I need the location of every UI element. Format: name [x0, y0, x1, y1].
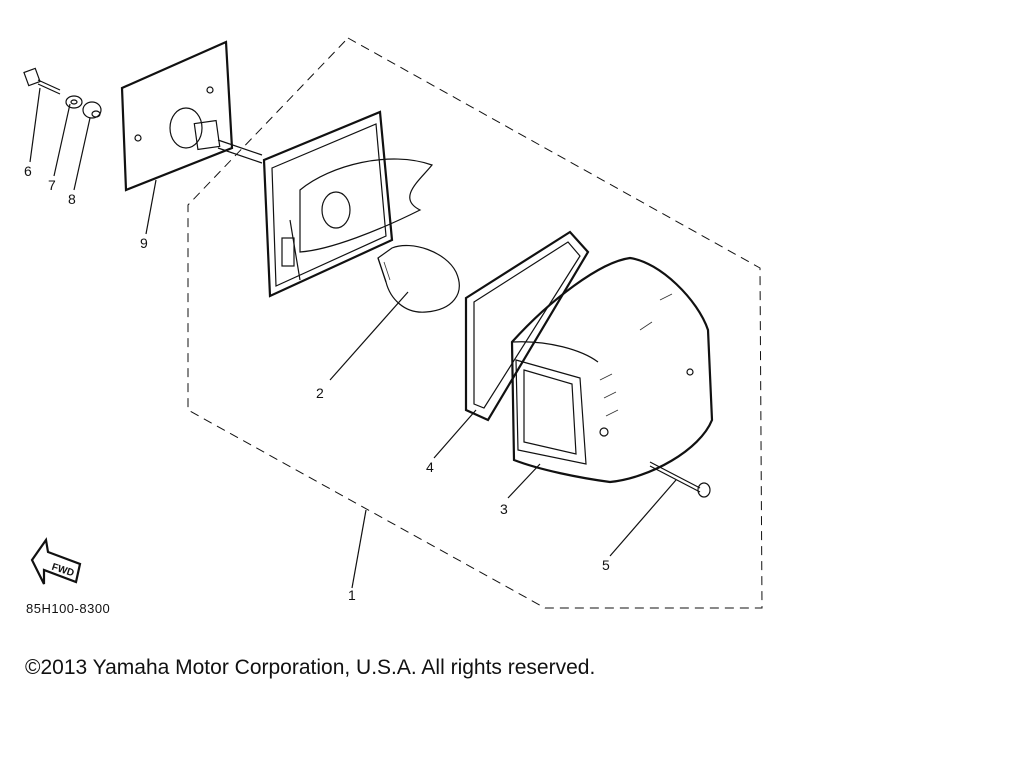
callout-7: 7	[48, 177, 56, 193]
callout-9: 9	[140, 235, 148, 251]
callout-2: 2	[316, 385, 324, 401]
callout-1: 1	[348, 587, 356, 603]
leader-lines	[29, 87, 677, 589]
callout-3: 3	[500, 501, 508, 517]
part-6-bolt	[23, 67, 61, 95]
part-2-bulb	[377, 244, 460, 313]
part-5-screw	[649, 461, 711, 498]
assembly-boundary	[187, 37, 763, 609]
part-4-gasket	[464, 230, 590, 422]
diagram-code: 85H100-8300	[26, 601, 110, 616]
part-8-nut	[82, 101, 102, 119]
part-3-lens-housing	[510, 256, 714, 484]
callout-4: 4	[426, 459, 434, 475]
socket-frame	[262, 110, 433, 298]
callout-5: 5	[602, 557, 610, 573]
fwd-arrow-icon: FWD	[30, 537, 82, 585]
callout-8: 8	[68, 191, 76, 207]
part-9-mounting-plate	[120, 40, 263, 192]
copyright-notice: ©2013 Yamaha Motor Corporation, U.S.A. A…	[25, 656, 596, 679]
callout-6: 6	[24, 163, 32, 179]
exploded-parts-diagram: FWD 6 7 8 9 2 4 3 5 1 85H100-8300	[23, 37, 763, 616]
part-7-washer	[65, 95, 83, 109]
